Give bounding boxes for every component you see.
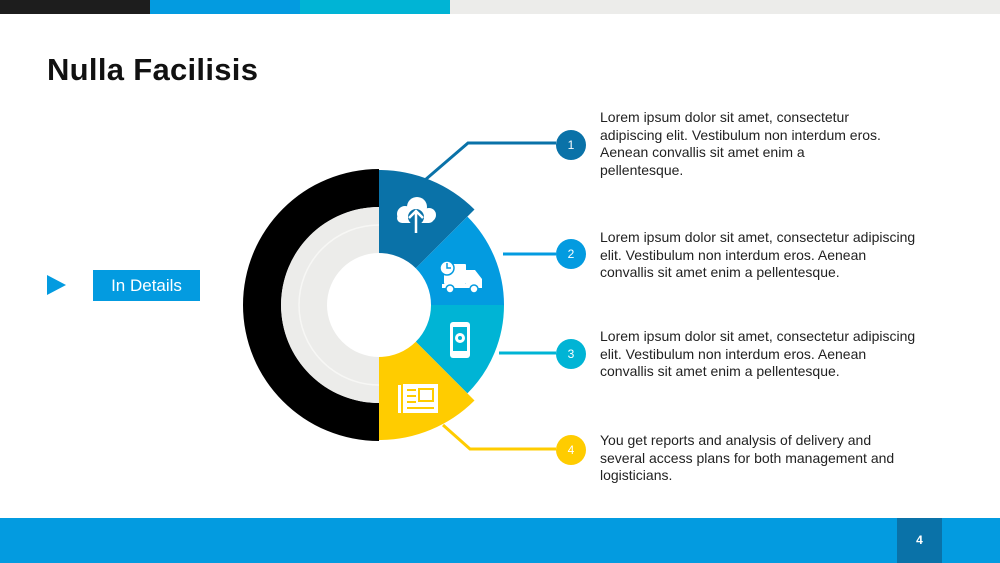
cloud-upload-icon (397, 197, 436, 233)
top-bar-gray (450, 0, 1000, 14)
inner-ring-line (298, 224, 380, 386)
item-text-4: You get reports and analysis of delivery… (600, 432, 895, 483)
gray-half-ring (281, 207, 379, 403)
delivery-truck-icon (439, 260, 482, 294)
footer-bar (0, 518, 1000, 563)
black-half-ring (243, 169, 379, 441)
number-badge-3 (556, 339, 586, 369)
connector-line-1 (424, 141, 556, 182)
number-badge-1 (556, 130, 586, 160)
play-arrow-icon (47, 275, 66, 295)
top-bar-black (0, 0, 150, 14)
top-bar-blue (150, 0, 300, 14)
badge-number-2: 2 (568, 247, 575, 261)
number-badge-2 (556, 239, 586, 269)
connector-line-4 (442, 423, 556, 451)
top-bar-cyan (300, 0, 450, 14)
item-text-1: Lorem ipsum dolor sit amet, consectetur … (600, 109, 881, 178)
item-text-3: Lorem ipsum dolor sit amet, consectetur … (600, 328, 916, 379)
newspaper-icon (398, 384, 438, 413)
item-text-2: Lorem ipsum dolor sit amet, consectetur … (600, 229, 916, 280)
mobile-location-icon (450, 322, 470, 358)
page-number: 4 (897, 518, 942, 563)
badge-number-3: 3 (568, 347, 575, 361)
badge-number-1: 1 (568, 138, 575, 152)
number-badge-4 (556, 435, 586, 465)
in-details-button[interactable]: In Details (93, 270, 200, 301)
page-title: Nulla Facilisis (47, 52, 259, 87)
badge-number-4: 4 (568, 443, 575, 457)
